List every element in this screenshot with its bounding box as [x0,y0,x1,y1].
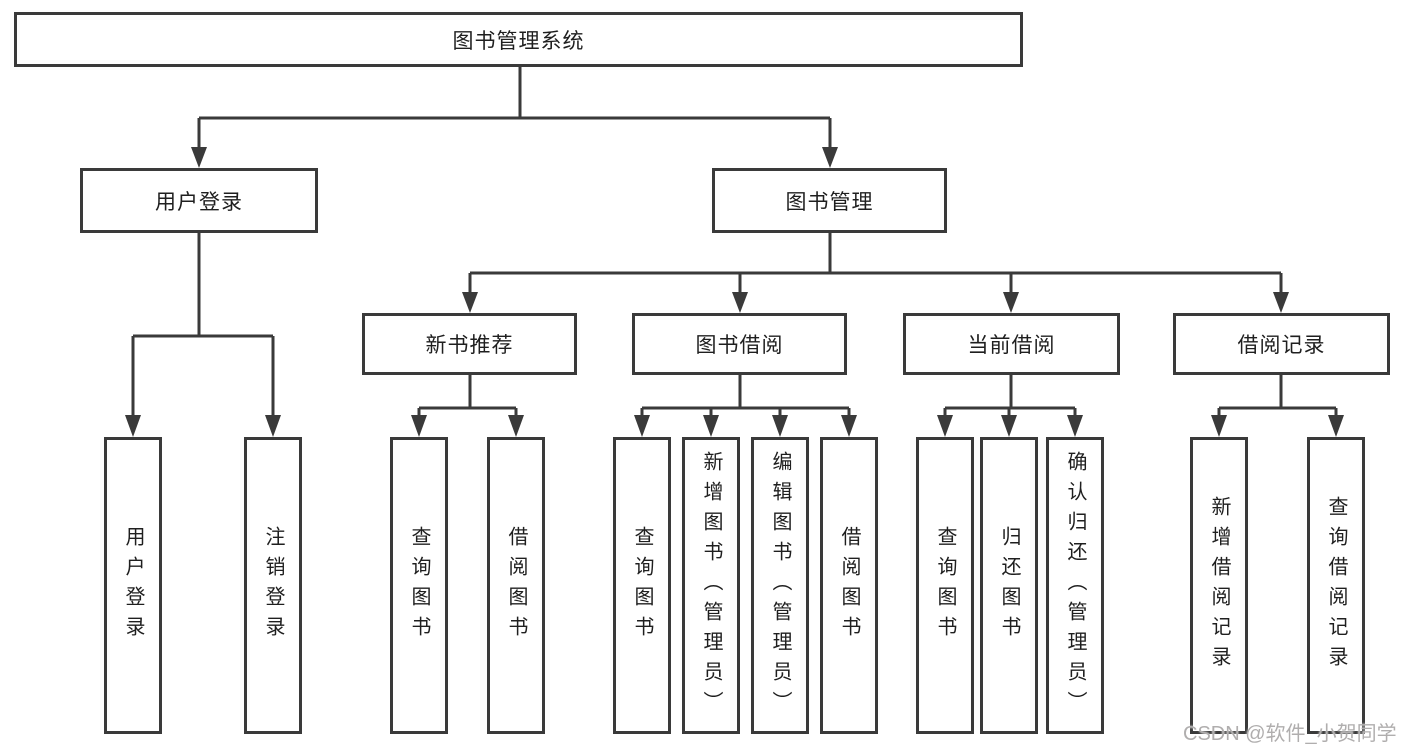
node-root: 图书管理系统 [14,12,1023,67]
node-user-login: 用户登录 [80,168,318,233]
leaf-newrec-query-books: 查询图书 [390,437,448,734]
leaf-current-return-books: 归还图书 [980,437,1038,734]
node-borrowing-records: 借阅记录 [1173,313,1390,375]
leaf-user-login-label: 用户登录 [122,525,144,646]
leaf-records-query-borrow-record: 查询借阅记录 [1307,437,1365,734]
leaf-borrowing-borrow-books-label: 借阅图书 [838,525,860,646]
leaf-records-query-borrow-record-label: 查询借阅记录 [1325,495,1347,676]
leaf-records-add-borrow-record-label: 新增借阅记录 [1208,495,1230,676]
csdn-watermark: CSDN @软件_小贺同学 [1183,723,1397,745]
leaf-borrowing-borrow-books: 借阅图书 [820,437,878,734]
leaf-borrowing-edit-books-admin: 编辑图书（管理员） [751,437,809,734]
node-book-borrowing-label: 图书借阅 [695,334,784,357]
leaf-borrowing-edit-books-admin-label: 编辑图书（管理员） [769,450,791,721]
leaf-newrec-borrow-books: 借阅图书 [487,437,545,734]
leaf-newrec-borrow-books-label: 借阅图书 [505,525,527,646]
leaf-records-add-borrow-record: 新增借阅记录 [1190,437,1248,734]
leaf-borrowing-add-books-admin-label: 新增图书（管理员） [700,450,722,721]
node-book-borrowing: 图书借阅 [632,313,847,375]
leaf-current-return-books-label: 归还图书 [998,525,1020,646]
node-book-management: 图书管理 [712,168,947,233]
leaf-current-confirm-return-admin-label: 确认归还（管理员） [1064,450,1086,721]
node-new-book-recommend-label: 新书推荐 [425,334,514,357]
connector-arrowheads [125,147,1344,437]
leaf-logout-label: 注销登录 [262,525,284,646]
leaf-current-confirm-return-admin: 确认归还（管理员） [1046,437,1104,734]
node-current-borrowing: 当前借阅 [903,313,1120,375]
node-user-login-label: 用户登录 [155,190,243,214]
connector-lines [131,67,1338,418]
node-new-book-recommend: 新书推荐 [362,313,577,375]
node-root-label: 图书管理系统 [452,29,585,53]
leaf-borrowing-query-books: 查询图书 [613,437,671,734]
leaf-logout: 注销登录 [244,437,302,734]
leaf-current-query-books-label: 查询图书 [934,525,956,646]
leaf-current-query-books: 查询图书 [916,437,974,734]
leaf-borrowing-query-books-label: 查询图书 [631,525,653,646]
node-book-management-label: 图书管理 [785,190,874,214]
node-borrowing-records-label: 借阅记录 [1237,334,1326,357]
leaf-user-login: 用户登录 [104,437,162,734]
node-current-borrowing-label: 当前借阅 [967,334,1056,357]
leaf-borrowing-add-books-admin: 新增图书（管理员） [682,437,740,734]
leaf-newrec-query-books-label: 查询图书 [408,525,430,646]
